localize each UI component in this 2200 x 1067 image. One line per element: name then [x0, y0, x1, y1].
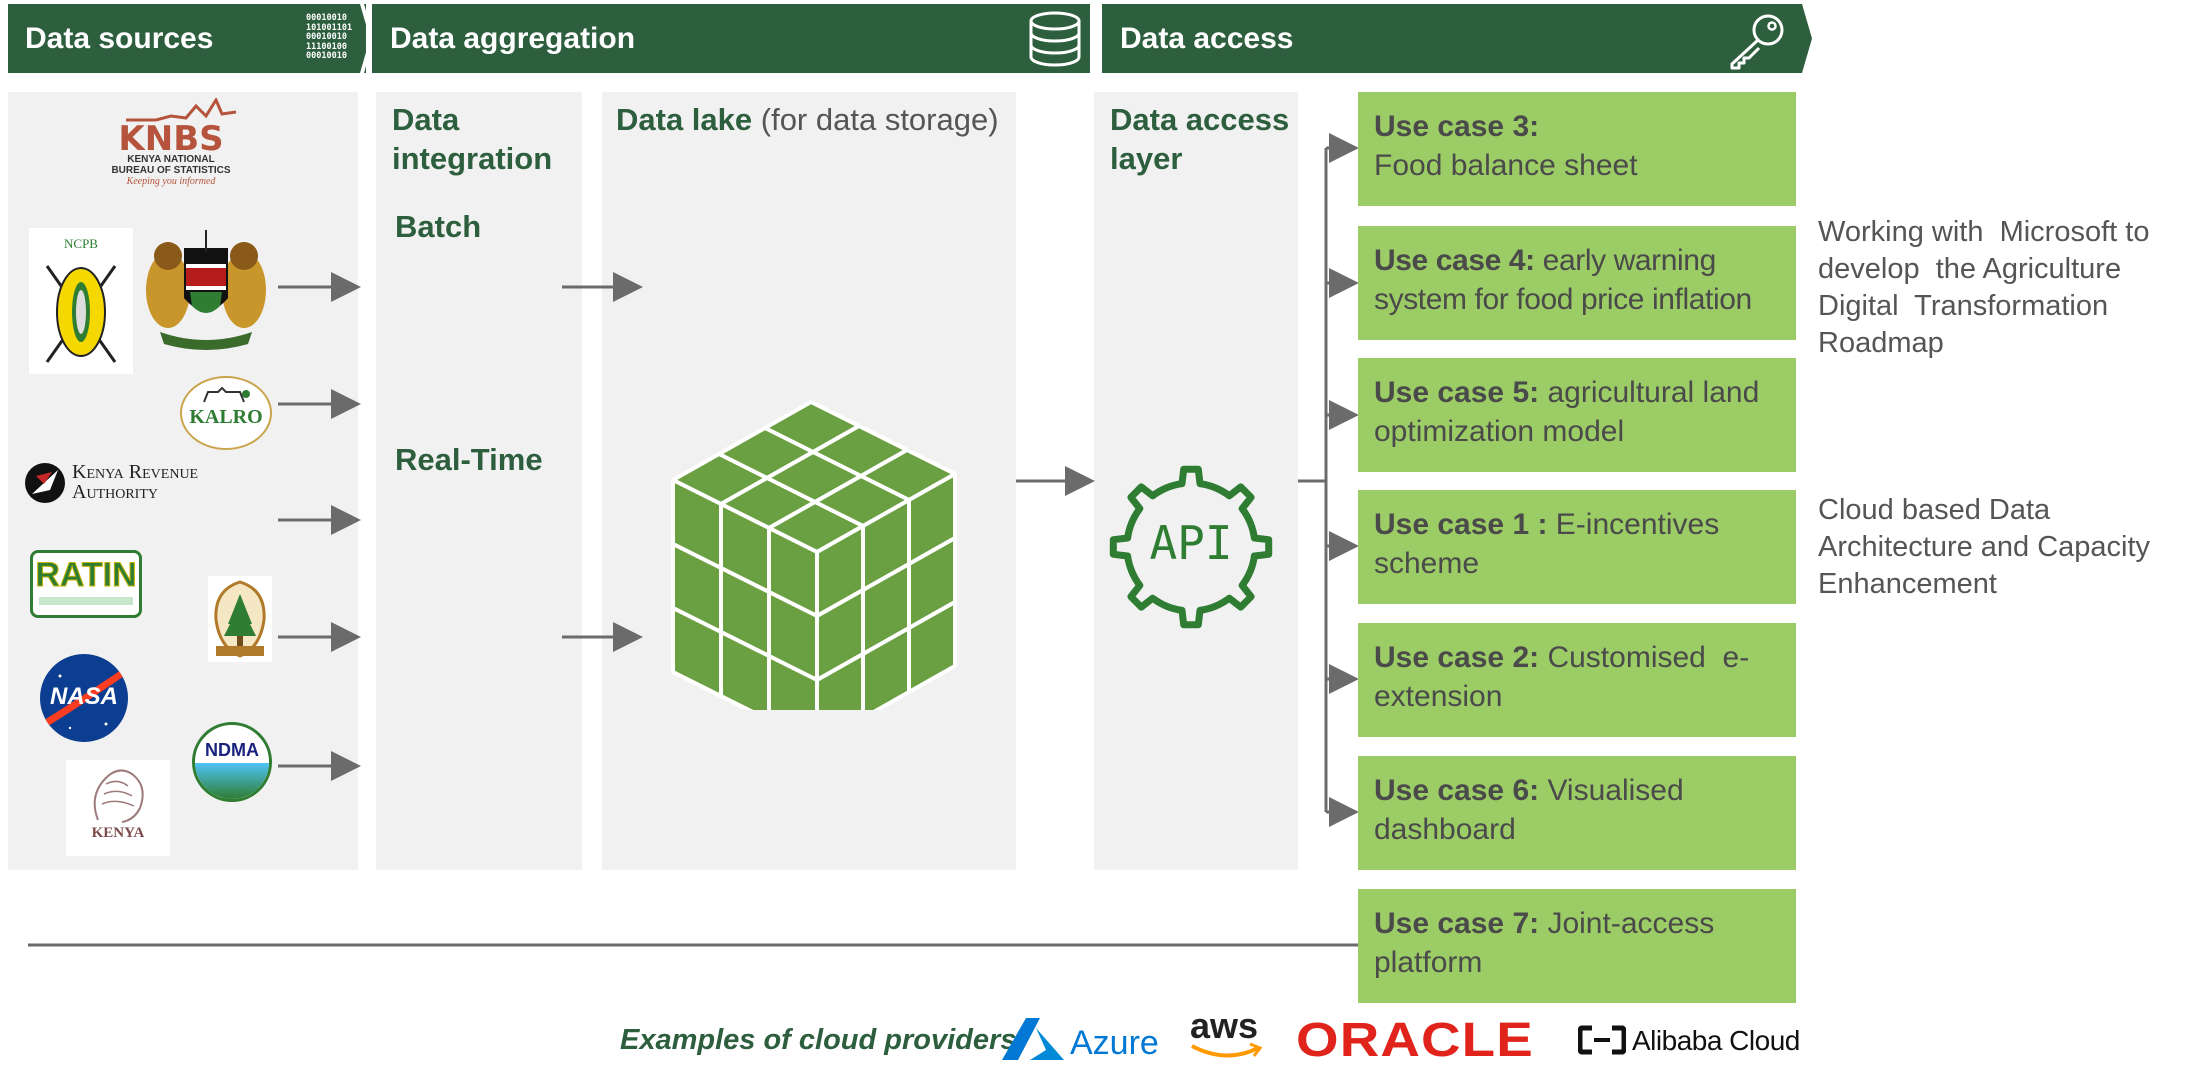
ratin-wordmark: RATIN: [35, 556, 137, 595]
header-chevron-1: [360, 4, 374, 73]
use-case-2-desc: Customised e-extension: [1374, 641, 1750, 713]
header-data-aggregation: Data aggregation: [372, 4, 1090, 73]
nasa-swoosh-icon: [44, 665, 128, 730]
use-case-3-desc: Food balance sheet: [1374, 149, 1638, 182]
aws-smile-icon: [1191, 1042, 1263, 1058]
use-case-7-desc: Joint-access platform: [1374, 907, 1715, 979]
ncpb-shield-icon: [45, 265, 117, 363]
ncpb-label: NCPB: [64, 236, 98, 251]
batch-label: Batch: [395, 209, 482, 244]
key-icon: [1730, 14, 1784, 70]
data-lake-title: Data lake (for data storage): [616, 100, 999, 139]
use-case-7-title: Use case 7:: [1374, 907, 1540, 940]
ratin-footer-bar: [39, 597, 133, 605]
header-data-aggregation-label: Data aggregation: [390, 22, 636, 55]
header-end-arrow: [1800, 4, 1812, 73]
knbs-wordmark: KNBS: [118, 119, 224, 159]
use-case-3[interactable]: Use case 3: Food balance sheet: [1358, 92, 1796, 206]
data-sources-panel: [8, 92, 358, 870]
aws-wordmark: aws: [1190, 1005, 1259, 1046]
data-integration-title: Data integration: [392, 102, 553, 176]
kenya-tourism-lion-icon: [93, 769, 144, 823]
api-label: API: [1149, 516, 1233, 570]
ratin-logo: RATIN: [30, 550, 142, 618]
use-case-4-desc: early warning system for food price infl…: [1374, 244, 1752, 316]
knbs-sub2: BUREAU OF STATISTICS: [111, 165, 231, 176]
alibaba-cloud-icon: [1578, 1025, 1626, 1055]
kra-logo: Kenya Revenue Authority: [22, 458, 232, 508]
alibaba-cloud-wordmark: Alibaba Cloud: [1632, 1025, 1800, 1056]
data-access-layer-panel: [1094, 92, 1298, 870]
data-lake-subtitle: (for data storage): [752, 102, 999, 137]
kalro-logo: KALRO: [180, 376, 272, 450]
cube-right-cell: [767, 654, 819, 710]
kenya-tourism-logo: KENYA: [66, 760, 170, 856]
use-case-1[interactable]: Use case 1 : E-incentives scheme: [1358, 490, 1796, 604]
use-case-1-desc: E-incentives scheme: [1374, 508, 1720, 580]
use-case-1-title: Use case 1 :: [1374, 508, 1548, 541]
nasa-wordmark: NASA: [49, 683, 118, 710]
header-data-sources: Data sources: [8, 4, 366, 73]
data-access-layer-title: Data access layer: [1110, 102, 1290, 176]
kenya-forest-service-icon: [208, 576, 272, 662]
microsoft-note: Working with Microsoft to develop the Ag…: [1818, 216, 2158, 359]
kalro-wordmark: KALRO: [189, 406, 263, 428]
cube-right-cell: [719, 630, 771, 710]
header-data-sources-label: Data sources: [25, 22, 214, 55]
ncpb-logo: NCPB: [29, 228, 133, 374]
kalro-animal-icon: [203, 386, 250, 403]
gear-outline: [1109, 465, 1273, 629]
azure-wordmark: Azure: [1070, 1024, 1159, 1062]
use-case-2[interactable]: Use case 2: Customised e-extension: [1358, 623, 1796, 737]
use-case-3-title: Use case 3:: [1374, 110, 1540, 143]
use-case-5-title: Use case 5:: [1374, 376, 1540, 409]
ndma-wordmark: NDMA: [205, 740, 259, 760]
use-case-2-title: Use case 2:: [1374, 641, 1540, 674]
use-case-5-desc: agricultural land optimization model: [1374, 376, 1760, 448]
header-data-access: Data access: [1102, 4, 1802, 73]
knbs-chart-line-icon: [126, 98, 237, 122]
oracle-wordmark: ORACLE: [1296, 1014, 1534, 1067]
database-icon: [1029, 11, 1081, 67]
use-case-6[interactable]: Use case 6: Visualised dashboard: [1358, 756, 1796, 870]
kenya-coat-of-arms-icon: [146, 230, 266, 350]
data-cube-icon: [671, 400, 957, 710]
use-case-6-desc: Visualised dashboard: [1374, 774, 1684, 846]
cloud-note: Cloud based Data Architecture and Capaci…: [1818, 494, 2167, 600]
data-lake-title-bold: Data lake: [616, 102, 753, 137]
realtime-label: Real-Time: [395, 442, 543, 477]
data-integration-panel: [376, 92, 582, 870]
header-data-access-label: Data access: [1120, 22, 1294, 55]
api-gear-icon: [1109, 465, 1273, 629]
cube-left-cell: [861, 626, 911, 710]
ndma-logo: NDMA: [192, 722, 272, 802]
cloud-providers-label: Examples of cloud providers: [620, 1024, 1017, 1056]
knbs-logo: KNBS KENYA NATIONAL BUREAU OF STATISTICS…: [96, 98, 246, 194]
header-chevron-2: [1090, 4, 1104, 73]
azure-logo-icon: [1002, 1018, 1064, 1060]
knbs-sub1: KENYA NATIONAL: [127, 154, 215, 165]
kra-name-1: Kenya Revenue: [72, 461, 199, 483]
use-case-5[interactable]: Use case 5: agricultural land optimizati…: [1358, 358, 1796, 472]
cube-left-cell: [815, 652, 865, 710]
kra-bird-icon: [25, 463, 65, 503]
kenya-tourism-wordmark: KENYA: [91, 825, 145, 841]
use-case-4-title: Use case 4:: [1374, 244, 1535, 277]
nasa-logo: NASA: [40, 654, 128, 742]
use-case-7[interactable]: Use case 7: Joint-access platform: [1358, 889, 1796, 1003]
kra-name-2: Authority: [72, 481, 158, 503]
knbs-tagline: Keeping you informed: [126, 176, 216, 187]
binary-icon: 00010010 101001101 00010010 11100100 000…: [306, 13, 353, 61]
use-case-4[interactable]: Use case 4: early warning system for foo…: [1358, 226, 1796, 340]
use-case-6-title: Use case 6:: [1374, 774, 1540, 807]
